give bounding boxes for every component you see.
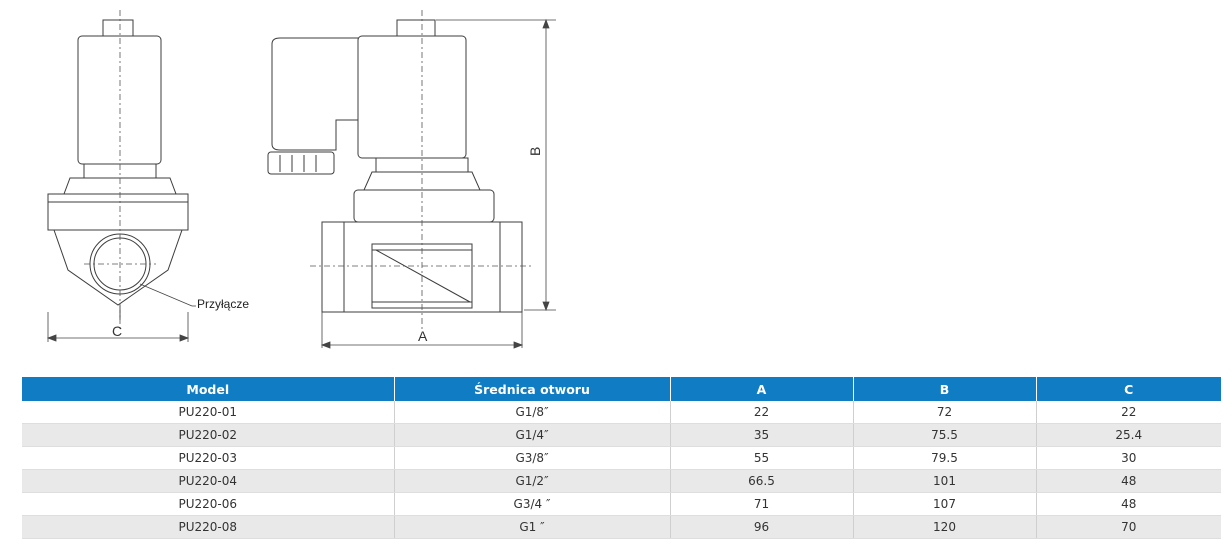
center-lines [84, 10, 534, 330]
table-row: PU220-08 G1 ″ 96 120 70 [22, 515, 1221, 539]
valve-technical-drawing: C A B Przyłącze [46, 10, 556, 349]
cell-model: PU220-03 [22, 446, 395, 470]
cell-model: PU220-04 [22, 469, 395, 493]
cell-c: 30 [1036, 446, 1221, 470]
front-view [47, 19, 189, 320]
cell-a: 96 [670, 515, 854, 539]
table-header-row: Model Średnica otworu A B C [22, 377, 1221, 401]
cell-b: 75.5 [853, 423, 1037, 447]
cell-b: 72 [853, 401, 1037, 424]
header-c: C [1036, 377, 1221, 401]
cell-model: PU220-02 [22, 423, 395, 447]
cell-a: 22 [670, 401, 854, 424]
header-model: Model [22, 377, 395, 401]
header-a: A [670, 377, 854, 401]
cell-model: PU220-08 [22, 515, 395, 539]
dimension-lines [46, 18, 556, 349]
cell-a: 71 [670, 492, 854, 516]
specification-table: Model Średnica otworu A B C PU220-01 G1/… [22, 377, 1221, 539]
cell-a: 35 [670, 423, 854, 447]
cell-port: G1/2″ [394, 469, 671, 493]
cell-b: 120 [853, 515, 1037, 539]
cell-b: 107 [853, 492, 1037, 516]
cell-model: PU220-01 [22, 401, 395, 424]
table-row: PU220-04 G1/2″ 66.5 101 48 [22, 469, 1221, 493]
dimension-c-label: C [112, 323, 122, 339]
table-row: PU220-02 G1/4″ 35 75.5 25.4 [22, 423, 1221, 447]
cell-c: 25.4 [1036, 423, 1221, 447]
table-row: PU220-06 G3/4 ″ 71 107 48 [22, 492, 1221, 516]
cell-port: G1/8″ [394, 401, 671, 424]
cell-c: 48 [1036, 469, 1221, 493]
cell-c: 48 [1036, 492, 1221, 516]
cell-port: G1/4″ [394, 423, 671, 447]
header-port-diameter: Średnica otworu [394, 377, 671, 401]
side-view [267, 19, 523, 313]
dimension-b-label: B [527, 147, 543, 156]
cell-port: G3/4 ″ [394, 492, 671, 516]
table-row: PU220-03 G3/8″ 55 79.5 30 [22, 446, 1221, 470]
cell-c: 70 [1036, 515, 1221, 539]
cell-b: 79.5 [853, 446, 1037, 470]
cell-a: 66.5 [670, 469, 854, 493]
connection-callout-label: Przyłącze [197, 297, 249, 311]
cell-b: 101 [853, 469, 1037, 493]
dimension-a-label: A [418, 328, 428, 344]
header-b: B [853, 377, 1037, 401]
cell-c: 22 [1036, 401, 1221, 424]
cell-port: G1 ″ [394, 515, 671, 539]
table-row: PU220-01 G1/8″ 22 72 22 [22, 401, 1221, 424]
cell-a: 55 [670, 446, 854, 470]
cell-port: G3/8″ [394, 446, 671, 470]
cell-model: PU220-06 [22, 492, 395, 516]
